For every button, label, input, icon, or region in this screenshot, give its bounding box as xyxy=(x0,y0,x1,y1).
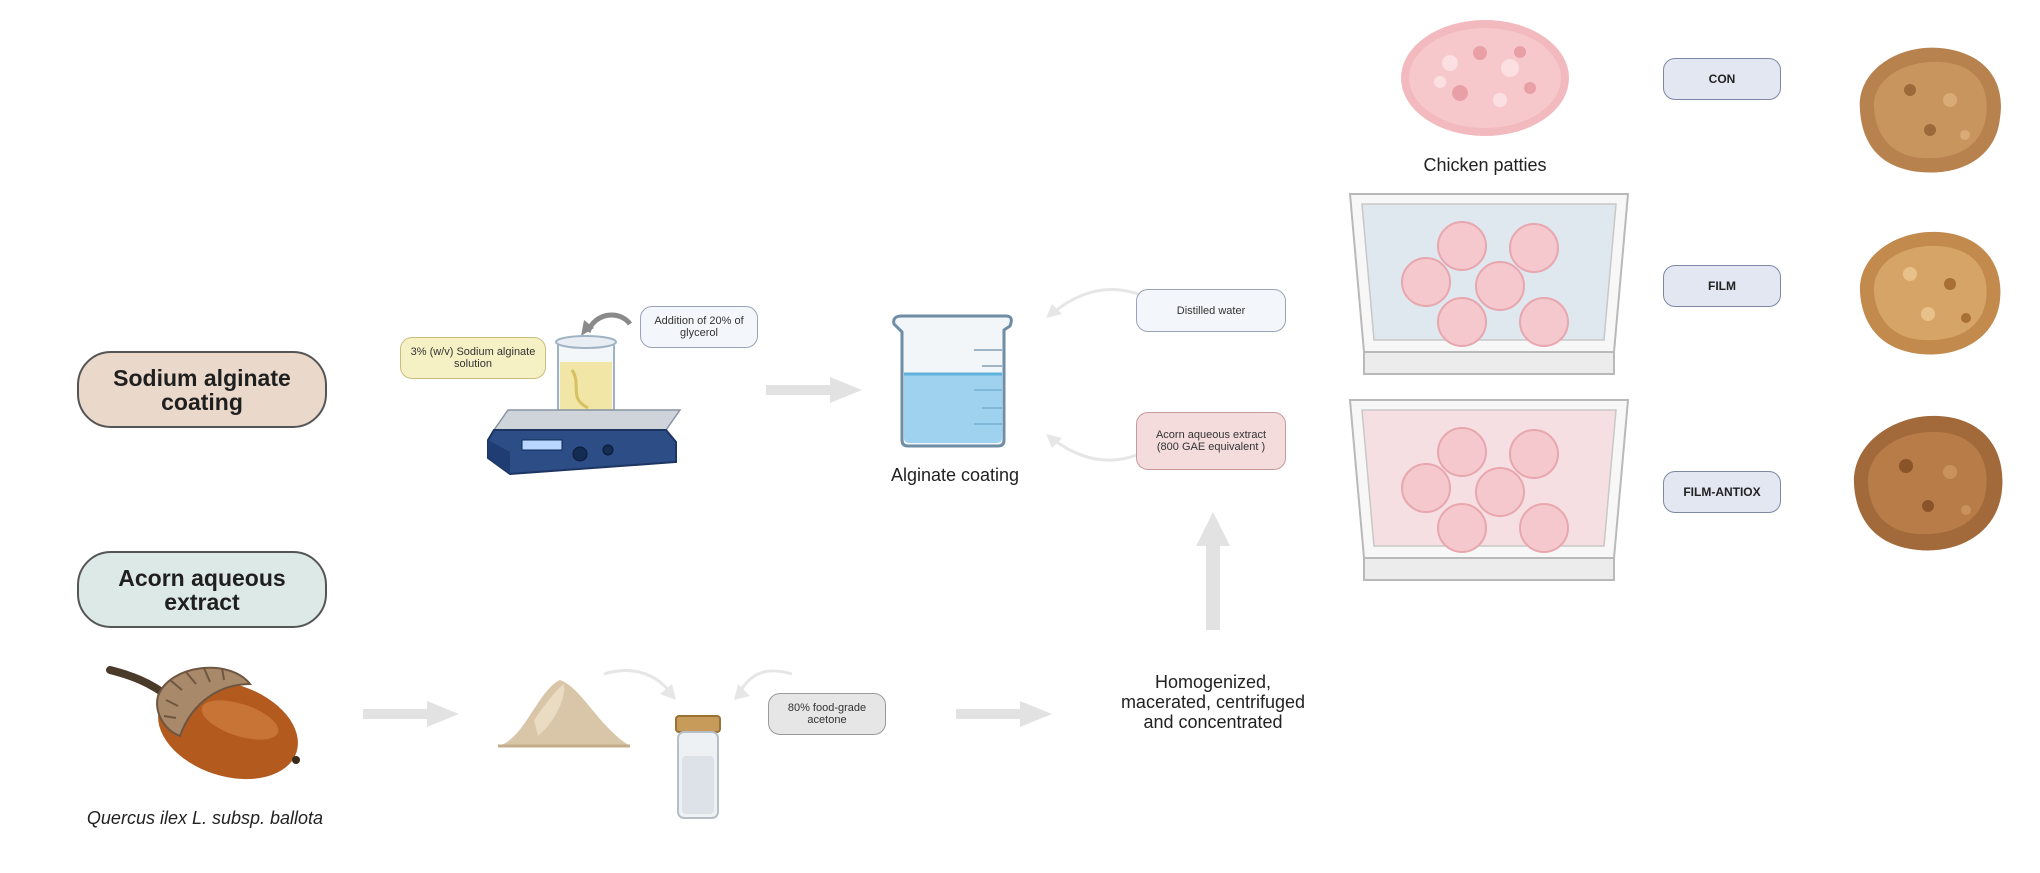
chicken-patties-caption: Chicken patties xyxy=(1423,155,1547,175)
tray-icon xyxy=(1348,398,1630,586)
beaker-icon xyxy=(888,312,1018,450)
arrow-to-alginate-coating xyxy=(766,377,864,408)
vial-icon xyxy=(670,712,726,822)
curved-arrow-water xyxy=(1034,286,1154,341)
homogenized-caption: Homogenized, macerated, centrifuged and … xyxy=(1120,672,1306,732)
arrow-to-homogenized xyxy=(956,701,1054,732)
arrow-up-to-extract xyxy=(1196,512,1230,637)
cooked-patty-icon xyxy=(1850,40,2010,180)
arrow-to-powder xyxy=(363,701,461,732)
group-film-antiox-label: FILM-ANTIOX xyxy=(1663,471,1781,513)
curved-arrow-acetone-to-vial xyxy=(726,668,796,709)
acetone-label: 80% food-grade acetone xyxy=(768,693,886,735)
acorn-aqueous-extract-label: Acorn aqueous extract xyxy=(77,551,327,628)
alginate-solution-label: 3% (w/v) Sodium alginate solution xyxy=(400,337,546,379)
powder-pile-icon xyxy=(494,670,634,750)
acorn-icon xyxy=(100,650,310,785)
group-con-label: CON xyxy=(1663,58,1781,100)
species-caption: Quercus ilex L. subsp. ballota xyxy=(86,808,324,828)
acorn-extract-small-label: Acorn aqueous extract (800 GAE equivalen… xyxy=(1136,412,1286,470)
curved-arrow-powder-to-vial xyxy=(600,668,690,709)
hot-plate-icon xyxy=(470,290,690,480)
glycerol-label: Addition of 20% of glycerol xyxy=(640,306,758,348)
raw-patty-icon xyxy=(1400,18,1570,138)
curved-arrow-extract xyxy=(1034,418,1154,473)
group-film-label: FILM xyxy=(1663,265,1781,307)
cooked-patty-icon xyxy=(1846,410,2010,556)
acorn-extract-text: Acorn aqueous extract xyxy=(118,564,286,615)
distilled-water-label: Distilled water xyxy=(1136,289,1286,332)
cooked-patty-icon xyxy=(1850,226,2010,360)
tray-icon xyxy=(1348,192,1630,380)
sodium-alginate-coating-label: Sodium alginate coating xyxy=(77,351,327,428)
alginate-coating-caption: Alginate coating xyxy=(890,465,1020,485)
sodium-alginate-text: Sodium alginate coating xyxy=(113,364,291,415)
